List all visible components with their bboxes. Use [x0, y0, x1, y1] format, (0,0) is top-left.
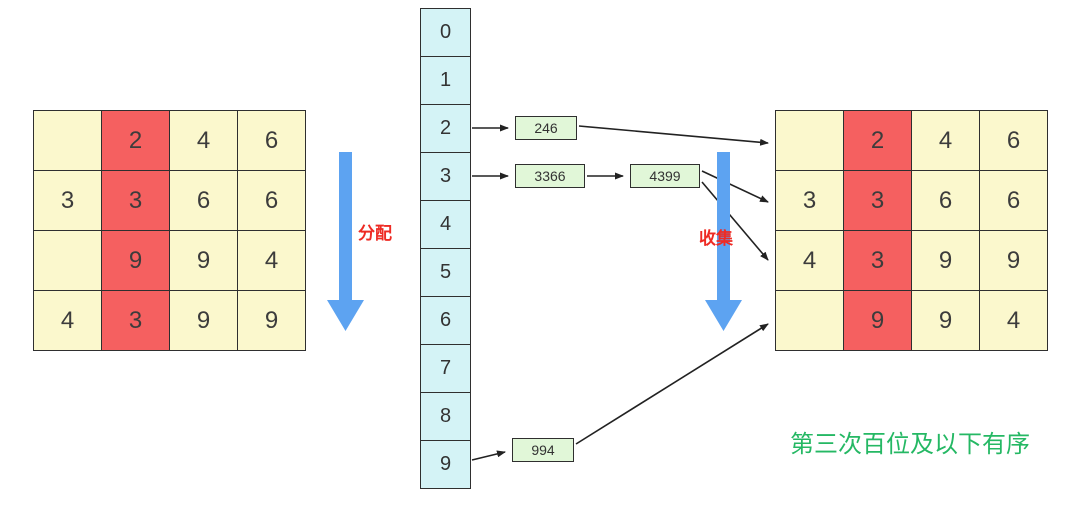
table-cell: 4 [170, 111, 238, 171]
table-cell: 9 [170, 291, 238, 351]
table-cell: 6 [170, 171, 238, 231]
table-cell: 4 [912, 111, 980, 171]
bucket-cell: 5 [421, 249, 471, 297]
arrow-246-to-right-row1 [578, 125, 769, 146]
table-cell-highlight: 3 [102, 171, 170, 231]
table-cell-highlight: 9 [102, 231, 170, 291]
value-box-3366: 3366 [515, 164, 585, 188]
bucket-cell: 6 [421, 297, 471, 345]
arrow-bucket9-to-994 [471, 450, 506, 461]
table-cell: 9 [238, 291, 306, 351]
table-cell-highlight: 2 [102, 111, 170, 171]
table-cell-highlight: 9 [844, 291, 912, 351]
table-cell [34, 111, 102, 171]
table-cell: 6 [238, 171, 306, 231]
table-cell: 3 [34, 171, 102, 231]
value-box-994: 994 [512, 438, 574, 462]
table-cell: 3 [776, 171, 844, 231]
table-cell [776, 291, 844, 351]
collect-label: 收集 [699, 229, 733, 248]
bucket-cell: 1 [421, 57, 471, 105]
table-cell: 4 [776, 231, 844, 291]
table-cell-highlight: 3 [844, 231, 912, 291]
table-cell: 9 [980, 231, 1048, 291]
table-cell: 9 [170, 231, 238, 291]
caption-text: 第三次百位及以下有序 [790, 431, 1030, 458]
bucket-cell: 2 [421, 105, 471, 153]
bucket-cell: 3 [421, 153, 471, 201]
table-cell [34, 231, 102, 291]
bucket-cell: 8 [421, 393, 471, 441]
arrow-994-to-right-row4 [575, 323, 769, 445]
table-cell: 9 [912, 291, 980, 351]
table-cell-highlight: 2 [844, 111, 912, 171]
table-cell: 4 [238, 231, 306, 291]
arrow-3366-to-right-row2 [701, 170, 769, 203]
bucket-cell: 0 [421, 9, 471, 57]
table-cell [776, 111, 844, 171]
table-cell: 6 [980, 111, 1048, 171]
table-cell: 4 [34, 291, 102, 351]
table-cell-highlight: 3 [844, 171, 912, 231]
table-cell: 6 [980, 171, 1048, 231]
value-box-4399: 4399 [630, 164, 700, 188]
bucket-cell: 4 [421, 201, 471, 249]
bucket-cell: 9 [421, 441, 471, 489]
bucket-column: 0 1 2 3 4 5 6 7 8 9 [420, 8, 471, 489]
table-cell: 9 [912, 231, 980, 291]
bucket-cell: 7 [421, 345, 471, 393]
value-box-246: 246 [515, 116, 577, 140]
table-cell: 6 [912, 171, 980, 231]
right-table: 2 4 6 3 3 6 6 4 3 9 9 9 9 4 [775, 110, 1048, 351]
table-cell: 4 [980, 291, 1048, 351]
table-cell-highlight: 3 [102, 291, 170, 351]
table-cell: 6 [238, 111, 306, 171]
left-table: 2 4 6 3 3 6 6 9 9 4 4 3 9 9 [33, 110, 306, 351]
distribute-label: 分配 [358, 224, 392, 243]
